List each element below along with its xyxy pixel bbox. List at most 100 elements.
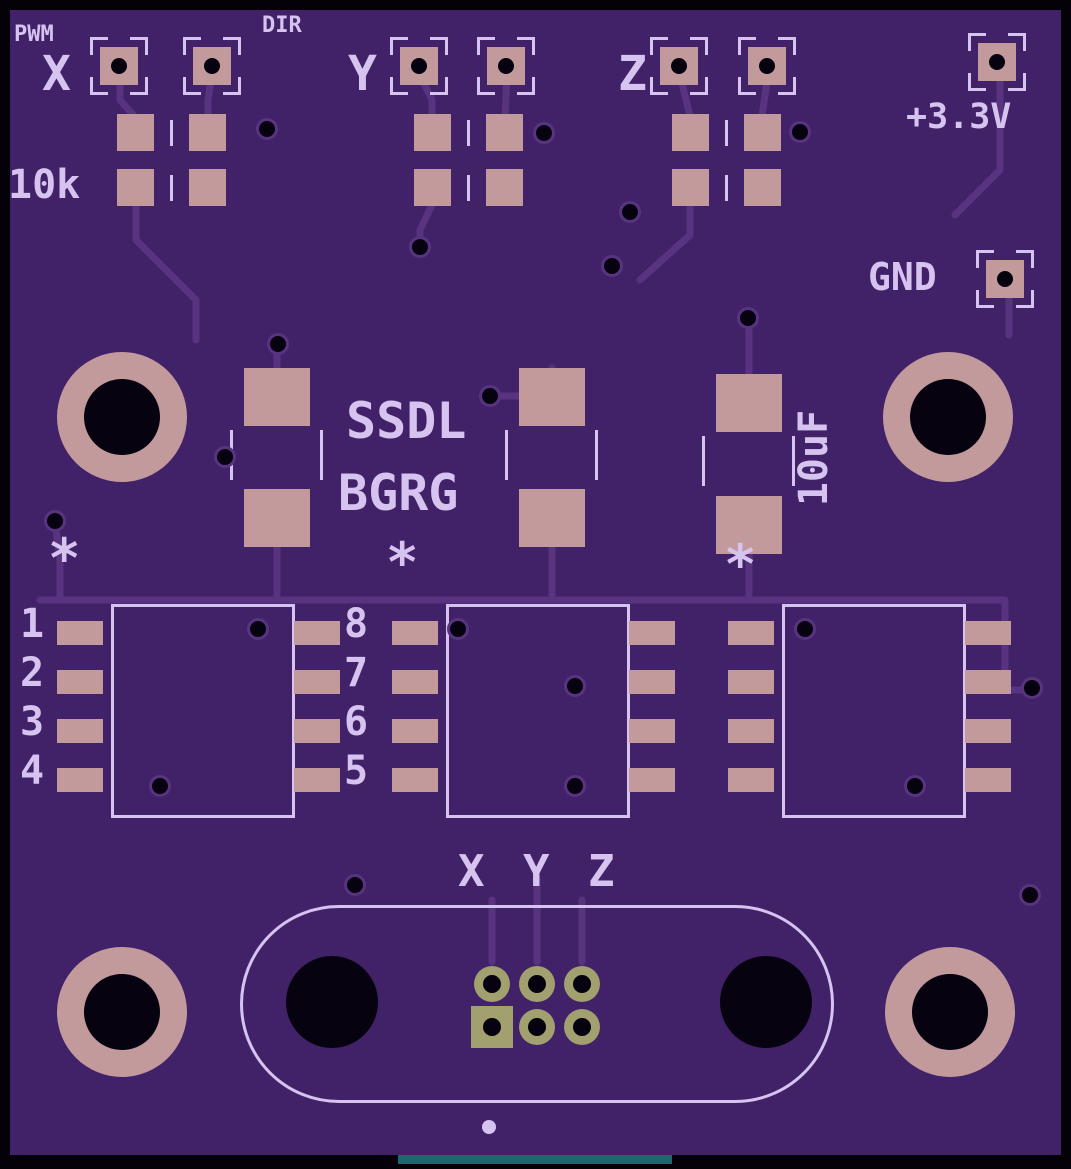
silkscreen-pin-number: 1 (20, 601, 45, 647)
drill-hole (989, 54, 1005, 70)
ic-pin-pad (392, 621, 438, 645)
x-pwm-pad (90, 37, 148, 95)
ic-pin-pad (57, 768, 103, 792)
silk-corner (778, 77, 796, 95)
silk-corner (650, 77, 668, 95)
via (564, 675, 586, 697)
z-dir-pad (738, 37, 796, 95)
via (447, 618, 469, 640)
ic-pin-pad (965, 621, 1011, 645)
silk-corner (130, 37, 148, 55)
ic-pin-pad (629, 719, 675, 743)
via (794, 618, 816, 640)
ic-pin-pad (965, 670, 1011, 694)
ic-pin-pad (629, 670, 675, 694)
board-edge-notch (398, 1155, 672, 1164)
via (789, 121, 811, 143)
silkscreen-pin-number: 3 (20, 699, 45, 745)
silkscreen-label-connector: X Y Z (458, 846, 621, 897)
silk-corner (738, 77, 756, 95)
ic-pin-pad (965, 719, 1011, 743)
ic-pin-pad (392, 670, 438, 694)
silkscreen-label-cap-value: 10uF (791, 409, 837, 507)
resistor-pad (744, 169, 781, 206)
ic-pin-pad (728, 670, 774, 694)
drill-hole (528, 1018, 546, 1036)
alignment-hole (286, 956, 378, 1048)
via (479, 385, 501, 407)
silkscreen-label-axis-z: Z (618, 46, 647, 102)
via (344, 874, 366, 896)
silk-corner (690, 77, 708, 95)
resistor-pad (414, 114, 451, 151)
silk-corner (183, 77, 201, 95)
silk-corner (968, 33, 986, 51)
via (409, 236, 431, 258)
silk-corner (976, 290, 994, 308)
capacitor-silk-line (320, 430, 323, 480)
via (1019, 884, 1041, 906)
capacitor-silk-line (702, 436, 705, 486)
ic-pin-pad (728, 719, 774, 743)
silk-corner (390, 37, 408, 55)
ic-pin-pad (392, 768, 438, 792)
silkscreen-pin-number: 7 (344, 650, 369, 696)
connector-pin-pad (519, 966, 555, 1002)
silkscreen-star: * (386, 531, 419, 594)
mounting-hole (57, 947, 187, 1077)
ic-pin-pad (294, 670, 340, 694)
resistor-pad (486, 169, 523, 206)
silk-corner (223, 37, 241, 55)
connector-pin-pad (564, 1009, 600, 1045)
via (619, 201, 641, 223)
silkscreen-pin-number: 5 (344, 748, 369, 794)
silk-corner (430, 77, 448, 95)
resistor-silk-tick (467, 120, 470, 146)
capacitor-pad (716, 496, 782, 554)
silk-corner (517, 37, 535, 55)
ic-pin-pad (728, 768, 774, 792)
silk-dot (482, 1120, 496, 1134)
silk-corner (390, 77, 408, 95)
ic-pin-pad (629, 621, 675, 645)
silk-corner (430, 37, 448, 55)
via (564, 775, 586, 797)
silkscreen-label-dir: DIR (262, 13, 302, 38)
resistor-pad (486, 114, 523, 151)
mounting-hole (883, 352, 1013, 482)
via (533, 122, 555, 144)
capacitor-silk-line (595, 430, 598, 480)
drill-hole (573, 975, 591, 993)
via (247, 618, 269, 640)
resistor-pad (117, 169, 154, 206)
y-dir-pad (477, 37, 535, 95)
z-pwm-pad (650, 37, 708, 95)
ic-pin-pad (965, 768, 1011, 792)
resistor-silk-tick (725, 175, 728, 201)
drill-hole (997, 271, 1013, 287)
via (44, 510, 66, 532)
silk-corner (477, 37, 495, 55)
resistor-pad (672, 169, 709, 206)
silk-corner (90, 77, 108, 95)
silkscreen-pin-number: 2 (20, 650, 45, 696)
ic-silk-outline (446, 604, 630, 818)
silk-corner (650, 37, 668, 55)
capacitor-pad (519, 368, 585, 426)
silkscreen-label-gnd: GND (868, 255, 937, 299)
drill-hole (204, 58, 220, 74)
ic-pin-pad (294, 768, 340, 792)
mounting-hole (57, 352, 187, 482)
drill-hole (84, 974, 160, 1050)
drill-hole (910, 379, 986, 455)
silk-corner (968, 73, 986, 91)
y-pwm-pad (390, 37, 448, 95)
ic-pin-pad (57, 621, 103, 645)
ic-pin-pad (294, 621, 340, 645)
silk-corner (183, 37, 201, 55)
silk-corner (778, 37, 796, 55)
silk-corner (90, 37, 108, 55)
silk-corner (976, 250, 994, 268)
ic-pin-pad (629, 768, 675, 792)
ic-silk-outline (111, 604, 295, 818)
